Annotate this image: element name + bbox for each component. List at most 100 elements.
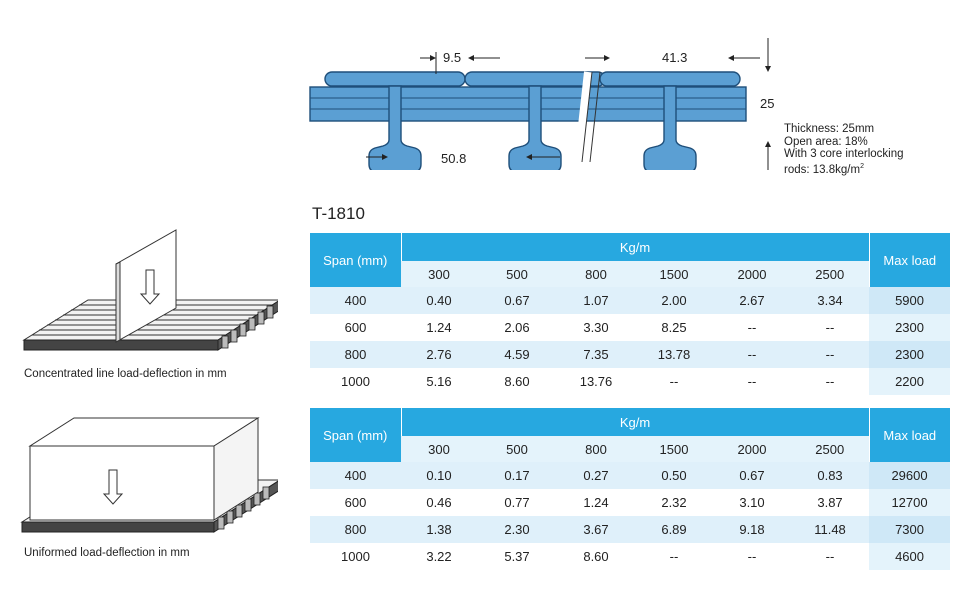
deflection-cell: 3.87 (817, 495, 843, 510)
deflection-cell: 0.17 (477, 462, 557, 489)
deflection-cell: 2.32 (661, 495, 687, 510)
kg-column-header: 500 (477, 261, 557, 287)
spec-block: Thickness: 25mm Open area: 18% With 3 co… (784, 123, 964, 176)
deflection-cell: 2.30 (477, 516, 557, 543)
kg-column-header: 2000 (713, 436, 791, 462)
table-row: 600 0.46 0.77 1.24 2.32 3.10 3.87 12700 (310, 489, 951, 516)
deflection-cell: 1.24 (583, 495, 609, 510)
dimension-bottom-pitch: 50.8 (441, 151, 467, 166)
product-title: T-1810 (312, 204, 365, 223)
deflection-cell: 0.10 (401, 462, 477, 489)
line-load-table: Span (mm) Kg/m Max load 300 500 800 1500… (310, 233, 951, 395)
table-row: 800 2.76 4.59 7.35 13.78 -- -- 2300 (310, 341, 951, 368)
table-row: 800 1.38 2.30 3.67 6.89 9.18 11.48 7300 (310, 516, 951, 543)
max-load-cell: 4600 (869, 543, 951, 570)
deflection-cell: -- (669, 374, 679, 389)
max-load-cell: 7300 (869, 516, 951, 543)
kg-header: Kg/m (400, 408, 870, 436)
deflection-cell: 3.22 (426, 549, 452, 564)
deflection-cell: 0.27 (557, 462, 635, 489)
deflection-cell: -- (825, 320, 835, 335)
max-load-cell: 2300 (869, 341, 951, 368)
deflection-cell: 0.77 (504, 495, 530, 510)
deflection-cell: 4.59 (477, 341, 557, 368)
table-row: 1000 5.16 8.60 13.76 -- -- -- 2200 (310, 368, 951, 395)
kg-column-header: 500 (477, 436, 557, 462)
uniform-load-illustration (20, 417, 278, 533)
deflection-cell: 0.46 (426, 495, 452, 510)
dimension-top-pitch: 41.3 (662, 50, 688, 65)
deflection-cell: 0.40 (401, 287, 477, 314)
line-load-caption: Concentrated line load-deflection in mm (24, 368, 227, 380)
deflection-cell: 13.78 (635, 341, 713, 368)
deflection-cell: -- (791, 341, 870, 368)
deflection-cell: 3.30 (583, 320, 609, 335)
deflection-cell: 7.35 (557, 341, 635, 368)
table-row: 600 1.24 2.06 3.30 8.25 -- -- 2300 (310, 314, 951, 341)
span-cell: 400 (310, 462, 401, 489)
deflection-cell: 3.67 (557, 516, 635, 543)
deflection-cell: -- (825, 374, 835, 389)
deflection-cell: 8.60 (504, 374, 530, 389)
table-row: 400 0.40 0.67 1.07 2.00 2.67 3.34 5900 (310, 287, 951, 314)
span-cell: 800 (310, 516, 401, 543)
uniform-load-table: Span (mm) Kg/m Max load 300 500 800 1500… (310, 408, 951, 570)
deflection-cell: 13.76 (579, 374, 613, 389)
deflection-cell: 11.48 (791, 516, 870, 543)
deflection-cell: 1.38 (401, 516, 477, 543)
uniform-load-caption: Uniformed load-deflection in mm (24, 547, 190, 559)
spec-line-open-area: Open area: 18% (784, 135, 868, 148)
kg-column-header: 300 (401, 261, 477, 287)
dimension-thickness: 25 (760, 96, 775, 111)
span-cell: 800 (310, 341, 401, 368)
kg-column-header: 800 (557, 261, 635, 287)
deflection-cell: 3.34 (791, 287, 870, 314)
deflection-cell: -- (747, 320, 757, 335)
deflection-cell: -- (713, 341, 791, 368)
deflection-cell: 2.76 (401, 341, 477, 368)
span-cell: 600 (344, 320, 367, 335)
spec-line-weight: rods: 13.8kg/m2 (784, 162, 864, 176)
deflection-cell: 0.83 (791, 462, 870, 489)
deflection-cell: -- (825, 549, 835, 564)
kg-column-header: 1500 (635, 436, 713, 462)
max-load-cell: 5900 (869, 287, 951, 314)
deflection-cell: 1.07 (557, 287, 635, 314)
span-cell: 1000 (341, 374, 370, 389)
max-load-header: Max load (868, 233, 951, 287)
span-header: Span (mm) (310, 233, 401, 287)
span-header: Span (mm) (310, 408, 401, 462)
deflection-cell: 5.37 (504, 549, 530, 564)
deflection-cell: -- (747, 374, 757, 389)
deflection-cell: 2.00 (635, 287, 713, 314)
deflection-cell: 8.25 (661, 320, 687, 335)
deflection-cell: -- (747, 549, 757, 564)
max-load-cell: 12700 (869, 489, 951, 516)
deflection-cell: 3.10 (739, 495, 765, 510)
deflection-cell: 0.67 (713, 462, 791, 489)
grating-profile-drawing (309, 38, 771, 170)
dimension-rib-width: 9.5 (443, 50, 462, 65)
kg-column-header: 2500 (791, 261, 870, 287)
max-load-cell: 29600 (869, 462, 951, 489)
max-load-header: Max load (868, 408, 951, 462)
max-load-cell: 2200 (869, 368, 951, 395)
kg-column-header: 1500 (635, 261, 713, 287)
deflection-cell: 1.24 (426, 320, 452, 335)
deflection-cell: 0.67 (477, 287, 557, 314)
table-row: 1000 3.22 5.37 8.60 -- -- -- 4600 (310, 543, 951, 570)
kg-column-header: 2500 (791, 436, 870, 462)
deflection-cell: 5.16 (426, 374, 452, 389)
spec-line-core-rods: With 3 core interlocking (784, 148, 904, 160)
line-load-illustration (22, 229, 278, 351)
deflection-cell: 0.50 (635, 462, 713, 489)
span-cell: 600 (344, 495, 367, 510)
max-load-cell: 2300 (869, 314, 951, 341)
deflection-cell: 2.67 (713, 287, 791, 314)
deflection-cell: -- (669, 549, 679, 564)
deflection-cell: 9.18 (713, 516, 791, 543)
deflection-cell: 8.60 (583, 549, 609, 564)
span-cell: 400 (310, 287, 401, 314)
span-cell: 1000 (341, 549, 370, 564)
spec-line-thickness: Thickness: 25mm (784, 123, 875, 135)
